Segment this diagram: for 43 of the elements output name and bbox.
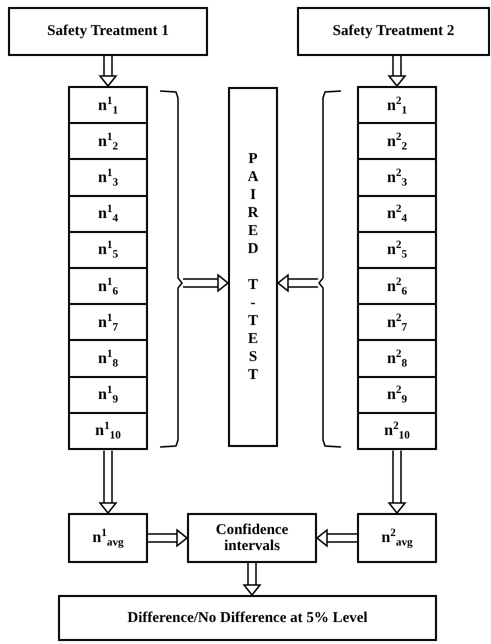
process-box bbox=[357, 230, 437, 270]
node-label: Difference/No Difference at 5% Level bbox=[127, 610, 368, 626]
process-box bbox=[297, 7, 490, 56]
process-box bbox=[187, 513, 317, 563]
process-box bbox=[357, 513, 437, 563]
process-box bbox=[68, 303, 148, 342]
process-box bbox=[68, 513, 148, 563]
bracket bbox=[318, 90, 342, 448]
process-box bbox=[68, 230, 148, 270]
process-box bbox=[68, 86, 148, 125]
process-box bbox=[68, 267, 148, 306]
block-arrow bbox=[99, 450, 117, 514]
process-box bbox=[357, 194, 437, 234]
block-arrow bbox=[388, 450, 406, 514]
process-box bbox=[357, 339, 437, 378]
node-label: Safety Treatment 2 bbox=[332, 23, 454, 40]
process-box bbox=[68, 158, 148, 198]
process-box bbox=[357, 267, 437, 306]
process-box bbox=[68, 122, 148, 161]
process-box bbox=[357, 303, 437, 342]
block-arrow bbox=[182, 274, 229, 292]
process-box bbox=[8, 7, 208, 56]
process-box bbox=[357, 122, 437, 161]
vertical-label: PAIRED T-TEST bbox=[246, 150, 260, 384]
block-arrow bbox=[277, 274, 319, 292]
block-arrow bbox=[99, 55, 117, 87]
block-arrow bbox=[243, 562, 261, 596]
process-box bbox=[357, 158, 437, 198]
block-arrow bbox=[388, 55, 406, 87]
process-box bbox=[68, 376, 148, 414]
block-arrow bbox=[316, 529, 358, 547]
process-box bbox=[357, 412, 437, 450]
node-label: Safety Treatment 1 bbox=[47, 23, 169, 40]
test-column-box bbox=[228, 87, 278, 447]
node-label: Confidence intervals bbox=[214, 522, 290, 554]
process-box bbox=[68, 412, 148, 450]
process-box bbox=[357, 376, 437, 414]
process-box bbox=[68, 194, 148, 234]
bracket bbox=[159, 90, 183, 448]
process-box bbox=[58, 595, 437, 641]
process-box bbox=[357, 86, 437, 125]
process-box bbox=[68, 339, 148, 378]
block-arrow bbox=[147, 529, 188, 547]
